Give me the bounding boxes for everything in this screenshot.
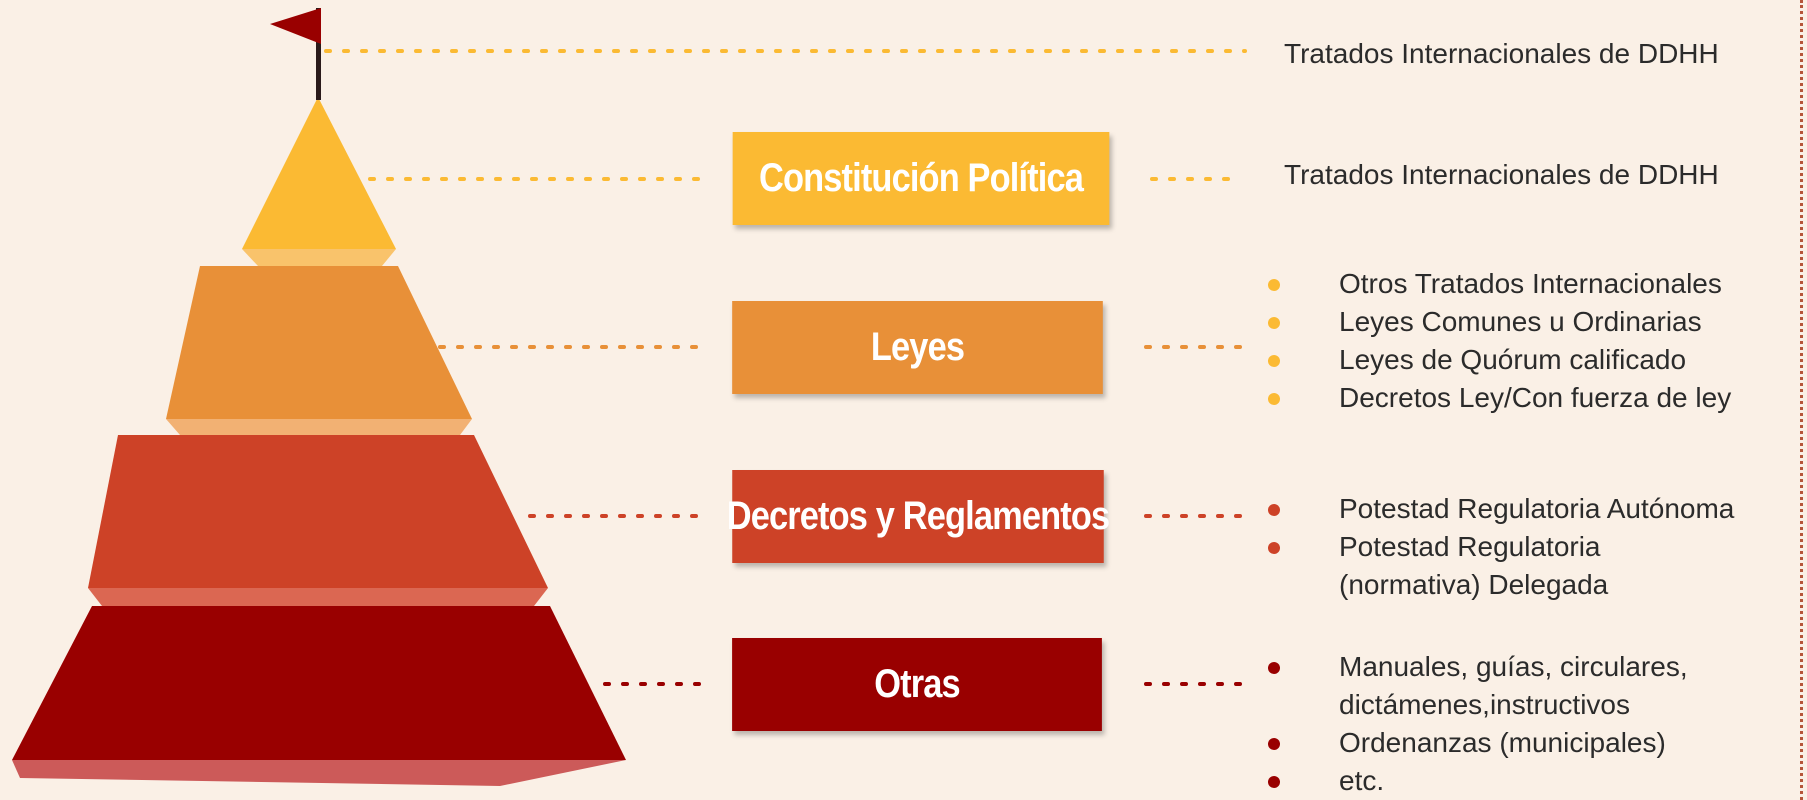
connector-lines — [324, 49, 1248, 686]
list-item: Potestad Regulatoria Autónoma — [1268, 490, 1799, 528]
list-item: Potestad Regulatoria (normativa) Delegad… — [1268, 528, 1799, 604]
list-item: Decretos Ley/Con fuerza de ley — [1268, 379, 1799, 417]
tier-label-constitucion: Constitución Política — [732, 132, 1110, 225]
tier-constitucion-text: Tratados Internacionales de DDHH — [1284, 159, 1719, 190]
list-item: etc. — [1268, 762, 1799, 800]
flag-icon — [270, 8, 321, 100]
tier-label-decretos: Decretos y Reglamentos — [727, 470, 1110, 563]
tier-leyes-list: Otros Tratados Internacionales Leyes Com… — [1268, 265, 1799, 417]
top-item-text: Tratados Internacionales de DDHH — [1284, 38, 1719, 69]
tier-label-otras: Otras — [732, 638, 1102, 731]
pyramid-tier-decretos — [88, 435, 548, 588]
list-item: Ordenanzas (municipales) — [1268, 724, 1799, 762]
pyramid-tier-otras — [12, 606, 626, 760]
list-item: Leyes de Quórum calificado — [1268, 341, 1799, 379]
pyramid-shadow-bands — [12, 249, 626, 786]
right-dotted-border — [1800, 0, 1803, 800]
tier-decretos-list: Potestad Regulatoria Autónoma Potestad R… — [1268, 490, 1799, 604]
pyramid-tier-leyes — [166, 266, 472, 419]
tier-otras-list: Manuales, guías, circulares, dictámenes,… — [1268, 648, 1799, 800]
list-item: Manuales, guías, circulares, dictámenes,… — [1268, 648, 1799, 724]
list-item: Otros Tratados Internacionales — [1268, 265, 1799, 303]
tier-label-leyes: Leyes — [732, 301, 1103, 394]
pyramid-tier-constitucion — [242, 97, 396, 249]
list-item: Leyes Comunes u Ordinarias — [1268, 303, 1799, 341]
